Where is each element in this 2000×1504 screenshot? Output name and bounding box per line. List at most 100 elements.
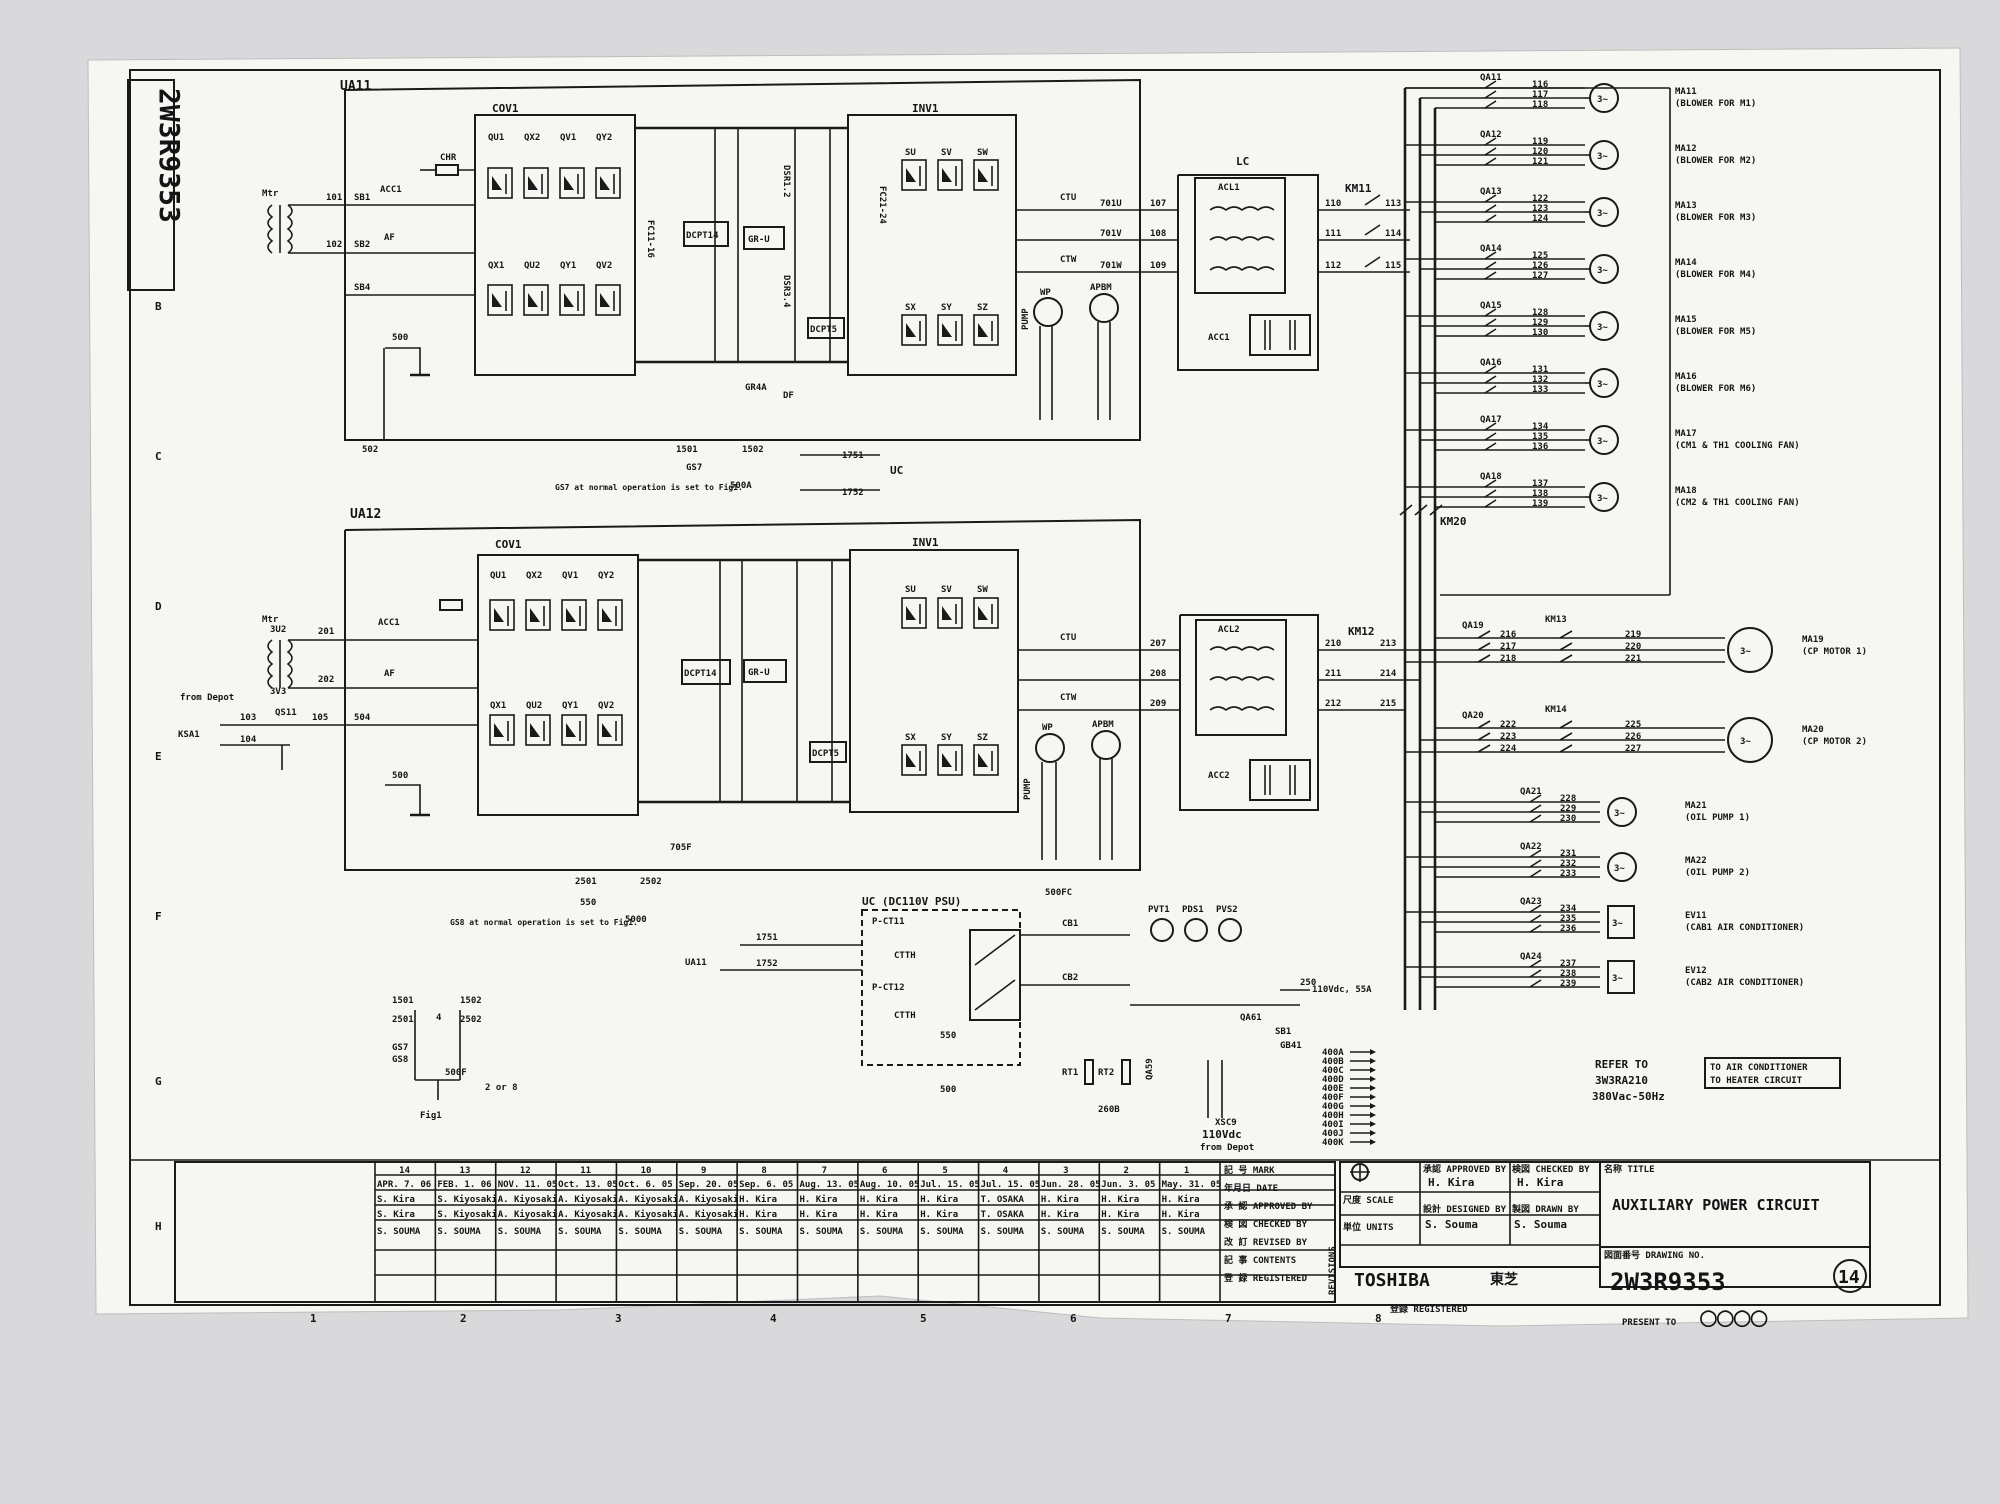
ua11-inv-top-switch-1 (937, 159, 963, 191)
rev-approved-9: A. Kiyosaki (679, 1194, 739, 1205)
rev-row-label-4: 改 訂 REVISED BY (1224, 1236, 1308, 1248)
rev-checked-5: H. Kira (920, 1209, 958, 1220)
wire-128: 128 (1532, 308, 1548, 318)
ua12-gr-u: GR-U (748, 668, 770, 678)
rev-row-label-0: 記 号 MARK (1224, 1164, 1275, 1176)
motor-desc-ma15: (BLOWER FOR M5) (1675, 327, 1756, 337)
ua12-inv-label-1: SV (941, 585, 952, 595)
ua12-ground-2501: 2501 (575, 877, 597, 887)
wire-116: 116 (1532, 80, 1548, 90)
row-letter-f: F (155, 910, 162, 923)
wire-234: 234 (1560, 904, 1577, 914)
motor-id-ma15: MA15 (1675, 315, 1697, 325)
breaker-qa22: QA22 (1520, 842, 1542, 852)
km11-wire-110: 110 (1325, 199, 1341, 209)
ua11-ground-1501: 1501 (676, 445, 698, 455)
ua11-inv-bot-switch-2 (973, 314, 999, 346)
load-desc-ma21: (OIL PUMP 1) (1685, 813, 1750, 823)
ua12-conv-top-switch-3 (597, 599, 623, 631)
motor-desc-ma12: (BLOWER FOR M2) (1675, 156, 1756, 166)
rev-checked-12: A. Kiyosaki (498, 1209, 558, 1220)
rev-revised-3: S. SOUMA (1041, 1227, 1085, 1237)
ua12-conv-bot-switch-2 (561, 714, 587, 746)
ua11-af: AF (384, 233, 395, 243)
rev-checked-13: S. Kiyosaki (437, 1209, 497, 1220)
unit-ua11: UA11 COV1 INV1 DCPT14 GR-U DCPT5 FC11-16… (262, 78, 1178, 498)
present-to-value: ○○○○ (1700, 1300, 1768, 1333)
designed-label: 設計 DESIGNED BY (1423, 1203, 1507, 1215)
wire-136: 136 (1532, 442, 1548, 452)
ua11-conv-bot-switch-0 (487, 284, 513, 316)
motor-symbol: 3~ (1740, 737, 1751, 747)
revisions-label: REVISIONS (1328, 1246, 1338, 1295)
rev-checked-2: H. Kira (1101, 1209, 1139, 1220)
motor-symbol: 3~ (1597, 323, 1608, 333)
drawn-label: 製図 DRAWN BY (1511, 1203, 1579, 1215)
rev-row-label-1: 年月日 DATE (1224, 1182, 1278, 1194)
ua12-wire-208: 208 (1150, 669, 1166, 679)
ua11-ground-502: 502 (362, 445, 378, 455)
rev-revised-14: S. SOUMA (377, 1227, 421, 1237)
motor-desc-ma16: (BLOWER FOR M6) (1675, 384, 1756, 394)
ua12-wire-105: 105 (312, 713, 328, 723)
rev-col-5: 5 (942, 1166, 947, 1176)
ua11-conv-bot-switch-1 (523, 284, 549, 316)
ua11-ground-1752: 1752 (842, 488, 864, 498)
breaker-qa20: QA20 (1462, 711, 1484, 721)
psu-rt1: RT1 (1062, 1068, 1078, 1078)
ua12-conv-bot-switch-3 (597, 714, 623, 746)
psu-qa61: QA61 (1240, 1013, 1262, 1023)
psu-wire-1751: 1751 (756, 933, 778, 943)
designed-name: S. Souma (1425, 1218, 1478, 1231)
rev-revised-4: S. SOUMA (981, 1227, 1025, 1237)
present-to-label: PRESENT TO (1622, 1318, 1677, 1328)
rev-approved-3: H. Kira (1041, 1194, 1079, 1205)
col-number-5: 5 (920, 1312, 927, 1325)
col-number-8: 8 (1375, 1312, 1382, 1325)
ua11-wire-102: 102 (326, 240, 342, 250)
wire-239: 239 (1560, 979, 1576, 989)
motor-desc-ma14: (BLOWER FOR M4) (1675, 270, 1756, 280)
ua11-conv-label-5: QU2 (524, 261, 540, 271)
ua12-pump: PUMP (1023, 778, 1033, 800)
rev-checked-10: A. Kiyosaki (618, 1209, 678, 1220)
ua12-terminal-3v3: 3V3 (270, 687, 286, 697)
ua11-dcpt14: DCPT14 (686, 231, 719, 241)
wire-225: 225 (1625, 720, 1641, 730)
rev-col-9: 9 (701, 1166, 706, 1176)
wire-223: 223 (1500, 732, 1516, 742)
load-desc-ma22: (OIL PUMP 2) (1685, 868, 1750, 878)
psu-qa59: QA59 (1145, 1058, 1155, 1080)
rev-checked-9: A. Kiyosaki (679, 1209, 739, 1220)
rev-date-10: Oct. 6. 05 (618, 1180, 672, 1190)
rev-revised-6: S. SOUMA (860, 1227, 904, 1237)
breaker-qa23: QA23 (1520, 897, 1542, 907)
rev-date-14: APR. 7. 06 (377, 1180, 431, 1190)
wire-118: 118 (1532, 100, 1548, 110)
scale-label: 尺度 SCALE (1343, 1194, 1394, 1206)
motor-symbol: 3~ (1597, 152, 1608, 162)
rev-checked-11: A. Kiyosaki (558, 1209, 618, 1220)
ua12-wire-504: 504 (354, 713, 371, 723)
rev-date-7: Aug. 13. 05 (800, 1180, 860, 1190)
ua12-motor-wp: WP (1042, 723, 1053, 733)
ua12-inv-top-switch-2 (973, 597, 999, 629)
rev-row-label-6: 登 録 REGISTERED (1223, 1272, 1308, 1284)
motor-desc-ma11: (BLOWER FOR M1) (1675, 99, 1756, 109)
ua11-conv-label-7: QV2 (596, 261, 612, 271)
ua11-wire-109: 109 (1150, 261, 1166, 271)
ua12-ksa1: KSA1 (178, 730, 200, 740)
ua11-inv-top-switch-2 (973, 159, 999, 191)
ua12-ground-5000: 5000 (625, 915, 647, 925)
ua12-inv-top-switch-1 (937, 597, 963, 629)
drawing-number: 2W3R9353 (1610, 1268, 1726, 1296)
ua11-transformer: Mtr (262, 189, 279, 199)
rev-row-label-5: 記 事 CONTENTS (1224, 1254, 1296, 1266)
acl2-label: ACL2 (1218, 625, 1240, 635)
ua12-inv-bot-switch-0 (901, 744, 927, 776)
fig1-1502: 1502 (460, 996, 482, 1006)
